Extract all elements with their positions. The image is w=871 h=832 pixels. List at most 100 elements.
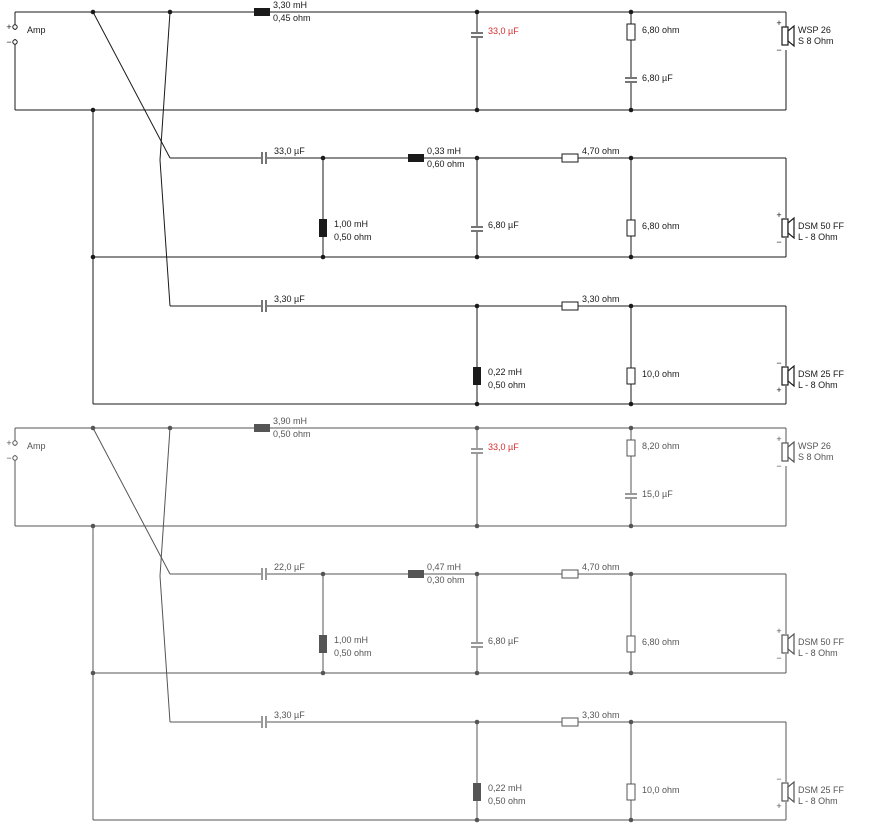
amp-terminal-positive [12,440,18,446]
mid-series-inductor [408,570,424,578]
mid-shunt-resistor-value: 6,80 ohm [642,637,680,647]
mid-shunt-resistor-value: 6,80 ohm [642,221,680,231]
tweeter-series-resistor-value: 3,30 ohm [582,294,620,304]
junction-dot [320,670,326,676]
mid-series-inductor-value: 0,33 mH [427,146,461,156]
speaker-magnet [781,782,789,802]
mid-series-capacitor [261,152,267,164]
mid-series-inductor-resistance: 0,60 ohm [427,159,465,169]
tweeter-speaker-icon: −+ [776,774,795,811]
mid-series-resistor-value: 4,70 ohm [582,146,620,156]
tweeter-shunt-inductor-resistance: 0,50 ohm [488,380,526,390]
amp-label: Amp [27,441,46,451]
woofer-inductor-value: 3,30 mH [273,0,307,10]
tweeter-shunt-resistor-value: 10,0 ohm [642,369,680,379]
polarity-mark: + [6,438,11,448]
junction-dot [628,523,634,529]
polarity-mark: − [776,237,781,247]
mid-shunt-inductor [319,219,327,237]
mid-series-resistor [561,153,579,163]
woofer-inductor-resistance: 0,45 ohm [273,13,311,23]
speaker-magnet [781,366,789,386]
junction-dot [474,817,480,823]
mid-series-resistor [561,569,579,579]
mid-shunt-resistor [626,219,636,237]
tweeter-shunt-resistor-value: 10,0 ohm [642,785,680,795]
wire [92,427,171,575]
woofer-series-inductor [254,424,270,432]
woofer-notch-capacitor-value: 15,0 µF [642,489,673,499]
tweeter-shunt-inductor-resistance: 0,50 ohm [488,796,526,806]
woofer-notch-capacitor-value: 6,80 µF [642,73,673,83]
junction-dot [628,817,634,823]
woofer-inductor-resistance: 0,50 ohm [273,429,311,439]
junction-dot [474,155,480,161]
capacitor-gap [261,568,267,580]
tweeter-speaker-impedance: L - 8 Ohm [798,380,838,390]
junction-dot [628,425,634,431]
polarity-mark: − [776,774,781,784]
wire [159,575,171,723]
tweeter-capacitor-value: 3,30 µF [274,710,305,720]
capacitor-gap [471,448,483,454]
junction-dot [628,254,634,260]
junction-dot [628,9,634,15]
tweeter-shunt-inductor [473,367,481,385]
capacitor-gap [261,152,267,164]
polarity-mark: − [6,453,11,463]
mid-speaker-model: DSM 50 FF [798,221,845,231]
mid-series-inductor-resistance: 0,30 ohm [427,575,465,585]
mid-speaker-impedance: L - 8 Ohm [798,648,838,658]
mid-capacitor-value: 33,0 µF [274,146,305,156]
polarity-mark: − [776,653,781,663]
mid-series-capacitor [261,568,267,580]
speaker-cone [787,216,795,240]
mid-series-inductor [408,154,424,162]
tweeter-shunt-inductor-value: 0,22 mH [488,783,522,793]
mid-speaker-icon: +− [776,210,795,247]
polarity-mark: + [776,18,781,28]
polarity-mark: − [776,461,781,471]
junction-dot [474,523,480,529]
mid-shunt-inductor-value: 1,00 mH [334,219,368,229]
wire [159,11,171,161]
amp-label: Amp [27,25,46,35]
amp-terminal-negative [12,39,18,45]
tweeter-shunt-resistor [626,783,636,801]
junction-dot [628,719,634,725]
polarity-mark: + [6,22,11,32]
polarity-mark: − [776,45,781,55]
junction-dot [90,670,96,676]
woofer-shunt-capacitor [471,448,483,454]
mid-speaker-icon: +− [776,626,795,663]
woofer-notch-capacitor [625,77,637,83]
tweeter-speaker-model: DSM 25 FF [798,369,845,379]
woofer-speaker-impedance: S 8 Ohm [798,36,834,46]
tweeter-shunt-inductor [473,783,481,801]
capacitor-gap [625,493,637,499]
woofer-speaker-model: WSP 26 [798,25,831,35]
woofer-notch-resistor-value: 8,20 ohm [642,441,680,451]
woofer-speaker-icon: +− [776,434,795,471]
speaker-cone [787,364,795,388]
tweeter-series-resistor [561,717,579,727]
capacitor-gap [261,716,267,728]
capacitor-gap [471,642,483,648]
tweeter-series-capacitor [261,716,267,728]
speaker-cone [787,632,795,656]
mid-shunt-capacitor-value: 6,80 µF [488,220,519,230]
woofer-shunt-capacitor [471,32,483,38]
tweeter-series-capacitor [261,300,267,312]
mid-shunt-inductor-resistance: 0,50 ohm [334,232,372,242]
polarity-mark: + [776,385,781,395]
junction-dot [474,254,480,260]
wire [159,159,171,307]
woofer-notch-resistor-value: 6,80 ohm [642,25,680,35]
woofer-speaker-impedance: S 8 Ohm [798,452,834,462]
mid-shunt-inductor-resistance: 0,50 ohm [334,648,372,658]
amp-terminal-positive [12,24,18,30]
tweeter-speaker-model: DSM 25 FF [798,785,845,795]
